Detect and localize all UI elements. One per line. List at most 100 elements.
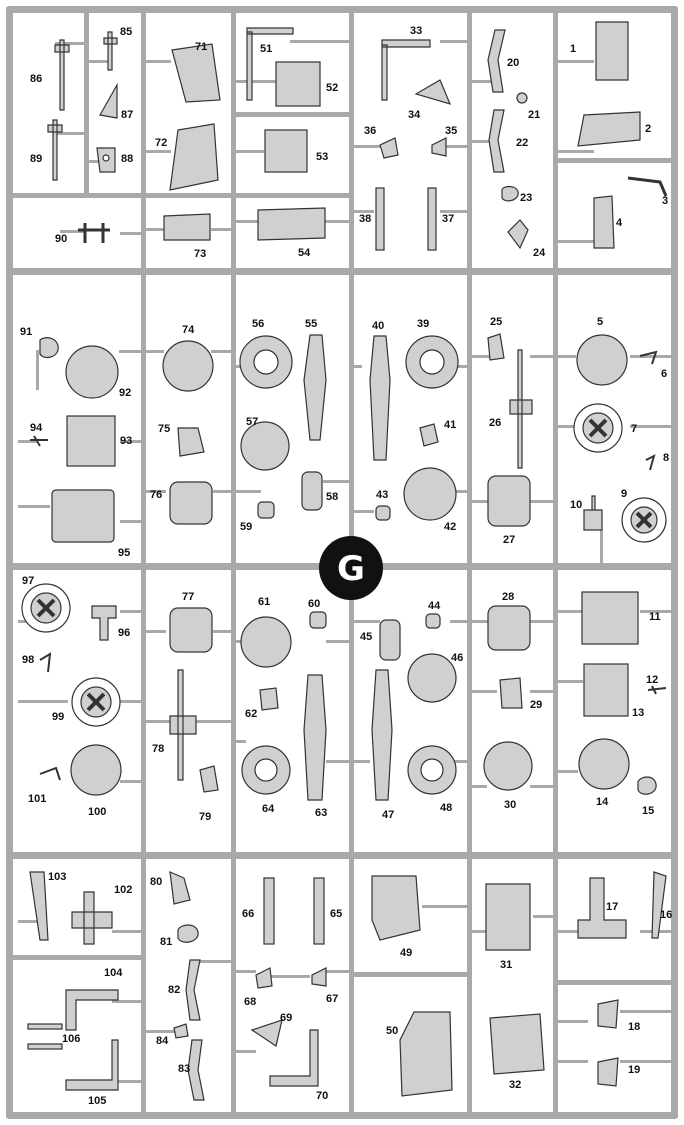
part-102	[71, 891, 113, 945]
label-31: 31	[500, 959, 512, 971]
label-57: 57	[246, 416, 258, 428]
part-8	[645, 454, 656, 471]
part-104	[65, 989, 119, 1031]
label-4: 4	[616, 217, 623, 229]
part-35	[431, 137, 447, 157]
part-80	[169, 871, 191, 905]
part-77	[169, 607, 213, 653]
label-69: 69	[280, 1012, 292, 1024]
label-102: 102	[114, 884, 132, 896]
label-61: 61	[258, 596, 270, 608]
label-46: 46	[451, 652, 463, 664]
part-72	[169, 123, 219, 191]
part-26	[509, 349, 533, 469]
label-80: 80	[150, 876, 162, 888]
label-60: 60	[308, 598, 320, 610]
part-32	[489, 1013, 545, 1075]
part-31	[485, 883, 531, 951]
label-7: 7	[631, 423, 637, 435]
part-65	[313, 877, 325, 945]
part-74	[162, 340, 214, 392]
part-30	[483, 741, 533, 791]
label-67: 67	[326, 993, 338, 1005]
part-40	[369, 335, 391, 461]
label-22: 22	[516, 137, 528, 149]
label-97: 97	[22, 575, 34, 587]
label-86: 86	[30, 73, 42, 85]
part-69	[250, 1019, 283, 1047]
label-39: 39	[417, 318, 429, 330]
label-101: 101	[28, 793, 46, 805]
part-95	[51, 489, 115, 543]
label-37: 37	[442, 213, 454, 225]
part-54	[257, 207, 326, 241]
label-76: 76	[150, 489, 162, 501]
label-72: 72	[155, 137, 167, 149]
label-94: 94	[30, 422, 43, 434]
part-4	[593, 195, 615, 249]
part-46	[407, 653, 457, 703]
label-47: 47	[382, 809, 394, 821]
label-32: 32	[509, 1079, 521, 1091]
part-21	[516, 92, 528, 104]
label-24: 24	[533, 247, 546, 259]
label-66: 66	[242, 908, 254, 920]
part-25	[487, 333, 505, 361]
part-19	[597, 1057, 619, 1087]
part-83	[187, 1039, 205, 1101]
label-3: 3	[662, 195, 668, 207]
part-76	[169, 481, 213, 525]
part-103	[29, 871, 49, 941]
part-33	[381, 39, 431, 101]
label-106: 106	[62, 1033, 80, 1045]
label-79: 79	[199, 811, 211, 823]
part-66	[263, 877, 275, 945]
label-83: 83	[178, 1063, 190, 1075]
part-53	[264, 129, 308, 173]
label-26: 26	[489, 417, 501, 429]
label-53: 53	[316, 151, 328, 163]
part-49	[371, 875, 421, 941]
sprue-letter: G	[337, 549, 365, 589]
part-105	[65, 1039, 119, 1091]
part-2	[577, 111, 641, 147]
label-9: 9	[621, 488, 627, 500]
label-59: 59	[240, 521, 252, 533]
part-45	[379, 619, 401, 661]
part-5	[576, 334, 628, 386]
label-10: 10	[570, 499, 582, 511]
label-21: 21	[528, 109, 540, 121]
label-87: 87	[121, 109, 133, 121]
label-40: 40	[372, 320, 384, 332]
label-8: 8	[663, 452, 669, 464]
label-48: 48	[440, 802, 452, 814]
part-58	[301, 471, 323, 511]
label-54: 54	[298, 247, 311, 259]
label-70: 70	[316, 1090, 328, 1102]
label-11: 11	[649, 611, 661, 623]
part-91	[39, 337, 59, 359]
part-43	[375, 505, 391, 521]
label-65: 65	[330, 908, 342, 920]
label-17: 17	[606, 901, 618, 913]
label-99: 99	[52, 711, 64, 723]
part-60	[309, 611, 327, 629]
label-16: 16	[660, 909, 672, 921]
label-96: 96	[118, 627, 130, 639]
part-71	[171, 43, 221, 103]
label-51: 51	[260, 43, 272, 55]
label-63: 63	[315, 807, 327, 819]
label-74: 74	[182, 324, 195, 336]
label-6: 6	[661, 368, 667, 380]
part-labels: 86 85 87 89 88 71 72 51 52 53 54 73 90 3…	[20, 25, 672, 1107]
part-6	[639, 350, 658, 365]
part-89	[47, 119, 63, 181]
label-45: 45	[360, 631, 372, 643]
part-36	[379, 137, 399, 159]
part-84	[173, 1023, 189, 1039]
part-98	[39, 652, 52, 673]
part-24	[507, 219, 529, 250]
part-93	[66, 415, 116, 467]
part-15	[637, 776, 657, 795]
label-33: 33	[410, 25, 422, 37]
